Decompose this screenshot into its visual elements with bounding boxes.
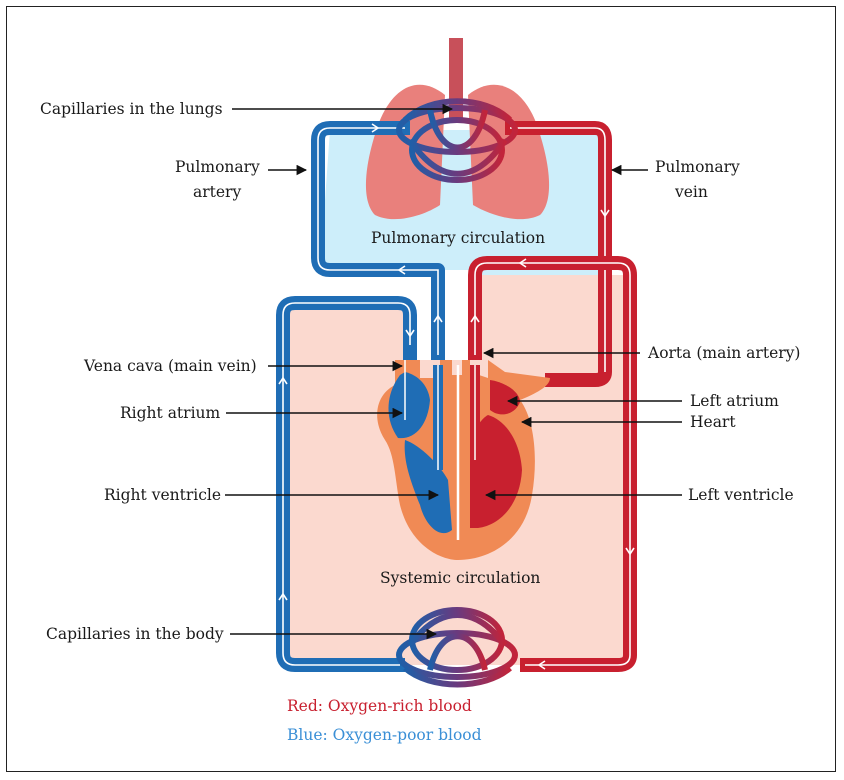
legend-blue: Blue: Oxygen-poor blood (287, 726, 482, 744)
label-left-ventricle: Left ventricle (688, 486, 794, 504)
label-pulmonary-vein-line2: vein (674, 183, 708, 201)
label-right-ventricle: Right ventricle (104, 486, 221, 504)
legend-red: Red: Oxygen-rich blood (287, 697, 472, 715)
label-left-atrium: Left atrium (690, 392, 779, 410)
label-vena-cava: Vena cava (main vein) (83, 357, 257, 375)
label-right-atrium: Right atrium (120, 404, 221, 422)
label-aorta: Aorta (main artery) (647, 344, 800, 362)
label-heart: Heart (690, 413, 736, 431)
label-pulmonary-vein-line1: Pulmonary (655, 158, 740, 176)
label-pulmonary-artery-line1: Pulmonary (175, 158, 260, 176)
label-systemic-circulation: Systemic circulation (380, 569, 540, 587)
label-pulmonary-circulation: Pulmonary circulation (371, 229, 545, 247)
label-capillaries-lungs: Capillaries in the lungs (40, 100, 223, 118)
label-pulmonary-artery-line2: artery (193, 183, 241, 201)
label-capillaries-body: Capillaries in the body (46, 625, 224, 643)
